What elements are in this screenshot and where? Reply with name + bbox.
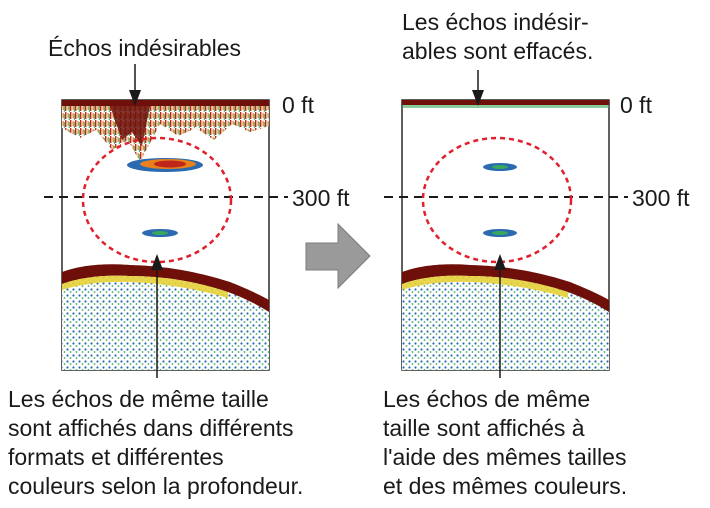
left-bottom-label: Les échos de même taille sont affichés d… (8, 386, 304, 499)
left-top-label: Échos indésirables (48, 35, 242, 61)
right-highlight-circle (421, 136, 573, 264)
right-depth-0-label: 0 ft (620, 92, 652, 118)
right-top-pointer-arrow (472, 70, 484, 106)
left-sounder-screen (61, 99, 270, 371)
right-bottom-label: Les échos de même taille sont affichés à… (383, 386, 628, 499)
left-bottom-pointer-arrow (151, 254, 163, 378)
right-sounder-screen (401, 99, 610, 371)
left-depth-300-label: 300 ft (292, 185, 350, 211)
right-depth-300-label: 300 ft (632, 185, 690, 211)
left-noise-clutter (62, 106, 269, 162)
right-surface-line (402, 100, 609, 105)
right-top-label: Les échos indésir- ables sont effacés. (402, 9, 594, 64)
left-top-pointer-arrow (129, 64, 141, 106)
left-highlight-circle (81, 136, 233, 264)
left-depth-0-label: 0 ft (282, 92, 314, 118)
left-surface-noise (62, 100, 269, 106)
right-bottom-pointer-arrow (494, 254, 506, 378)
transition-arrow (305, 222, 371, 290)
